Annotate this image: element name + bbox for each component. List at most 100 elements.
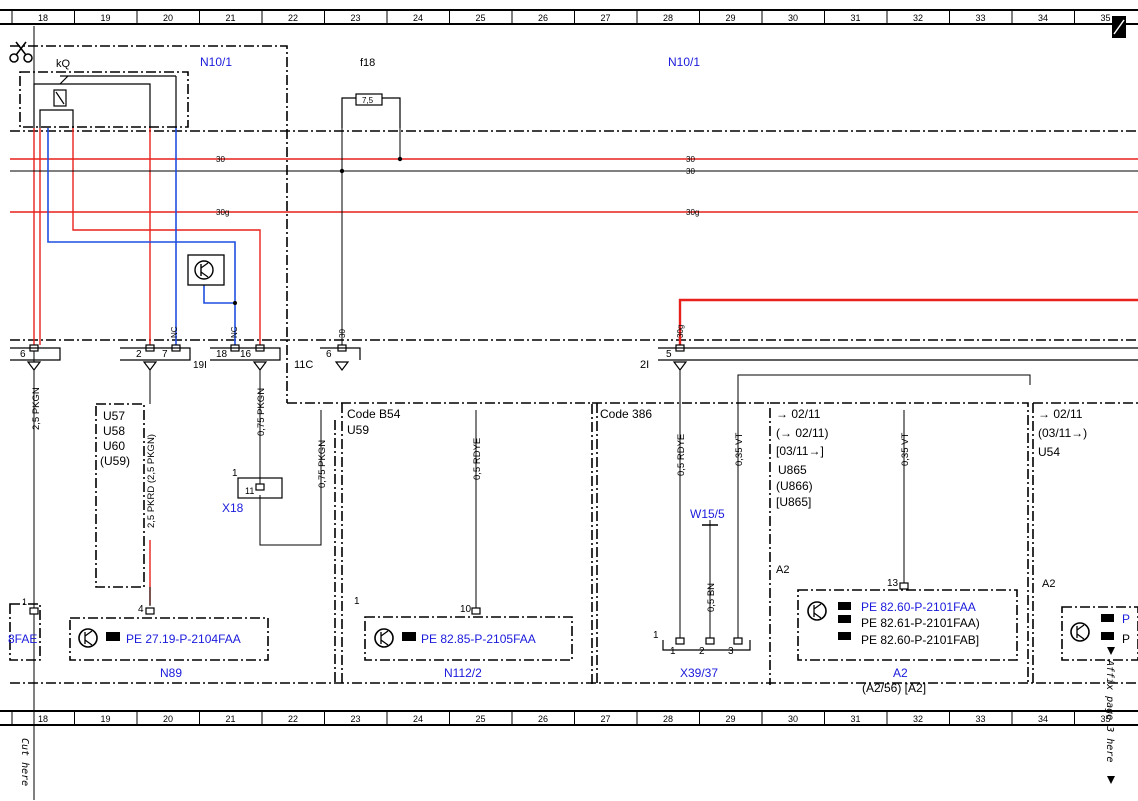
- ref-label: P: [1122, 632, 1130, 646]
- range-label: (U866): [776, 479, 813, 493]
- pin-label: 1: [354, 596, 360, 607]
- label-code-386: Code 386: [600, 407, 652, 421]
- conn-label: 11C: [294, 359, 313, 371]
- pin-label: 2: [136, 349, 142, 360]
- wire-label: 0,5 RDYE: [676, 434, 687, 476]
- ruler-column-number: 34: [1038, 714, 1048, 724]
- arrow-icon: [1107, 647, 1115, 655]
- pin-label: 6: [326, 349, 332, 360]
- ref-label: PE 27.19-P-2104FAA: [126, 632, 241, 646]
- ruler-column-number: 33: [975, 714, 985, 724]
- diagram-labels: N10/1 N10/1 kQ f18 30 30 30 30g 30g NC N…: [8, 55, 1130, 695]
- wire-label: 0,75 PKGN: [256, 388, 267, 436]
- ruler-column-number: 20: [163, 714, 173, 724]
- pin-label: 16: [240, 349, 252, 360]
- ruler-column-number: 21: [225, 714, 235, 724]
- ruler-column-number: 30: [788, 714, 798, 724]
- wire-label: 0,5 RDYE: [472, 438, 483, 480]
- component-name: N112/2: [444, 666, 482, 680]
- ruler-column-number: 33: [975, 13, 985, 23]
- label-f18: f18: [360, 57, 375, 69]
- pin-label: 1: [22, 597, 27, 607]
- ruler-column-number: 27: [600, 13, 610, 23]
- junction-dots: [233, 156, 403, 305]
- label-kq: kQ: [56, 58, 71, 70]
- cut-here-text: Cut here: [19, 738, 30, 786]
- ruler-column-number: 22: [288, 13, 298, 23]
- ruler-column-number: 24: [413, 714, 423, 724]
- ruler-column-number: 32: [913, 13, 923, 23]
- bus-label: 30: [686, 155, 695, 164]
- connector-bars: [10, 347, 1138, 361]
- pin-label: 5: [666, 349, 672, 360]
- page-corner-icon: [1112, 16, 1126, 38]
- pin-label: 3: [728, 646, 734, 657]
- ruler-column-number: 23: [350, 13, 360, 23]
- scissors-icon: [9, 41, 33, 63]
- range-label: (03/11→): [1038, 426, 1087, 440]
- ref-label: PE 82.60-P-2101FAB]: [861, 633, 979, 647]
- a2-tag: A2: [1042, 578, 1055, 590]
- x18-connector: [237, 477, 283, 499]
- red-wires: [10, 128, 1138, 605]
- ref-label: P: [1122, 612, 1130, 626]
- pin-label: 2: [699, 646, 705, 657]
- label-u59: U59: [347, 423, 369, 437]
- a2-tag: A2: [776, 564, 789, 576]
- ruler-column-number: 20: [163, 13, 173, 23]
- ruler-column-number: 34: [1038, 13, 1048, 23]
- ruler-column-number: 29: [725, 714, 735, 724]
- ruler-column-number: 30: [788, 13, 798, 23]
- label-code-b54: Code B54: [347, 407, 401, 421]
- ruler-column-number: 21: [225, 13, 235, 23]
- ruler-column-number: 31: [850, 13, 860, 23]
- component-pins: [29, 582, 909, 645]
- range-label: → 02/11: [776, 407, 821, 421]
- pin-label: 6: [20, 349, 26, 360]
- bus-label: 30: [216, 155, 225, 164]
- pin-label: NC: [230, 326, 239, 338]
- u-list-item: U57: [103, 409, 125, 423]
- ruler-column-number: 31: [850, 714, 860, 724]
- bus-label: 30g: [686, 208, 699, 217]
- ruler-column-number: 23: [350, 714, 360, 724]
- label-w15-5: W15/5: [690, 507, 725, 521]
- ruler-column-number: 27: [600, 714, 610, 724]
- bus-label: 30g: [216, 208, 229, 217]
- wire-label: 2,5 PKGN: [31, 387, 42, 430]
- ref-label: PE 82.85-P-2105FAA: [421, 632, 536, 646]
- ruler-column-number: 19: [100, 13, 110, 23]
- range-label: [U865]: [776, 495, 811, 509]
- ruler-column-number: 25: [475, 13, 485, 23]
- ruler-column-number: 25: [475, 714, 485, 724]
- ruler-column-number: 18: [38, 714, 48, 724]
- ruler-column-number: 26: [538, 13, 548, 23]
- ruler-column-number: 32: [913, 714, 923, 724]
- component-icons: [78, 601, 1090, 648]
- ruler-column-number: 35: [1100, 13, 1110, 23]
- conn-label: 2I: [640, 359, 649, 371]
- u-list-item: U58: [103, 424, 125, 438]
- pin-label: 30: [338, 329, 347, 338]
- range-label: (→ 02/11): [776, 426, 828, 440]
- u-list-item: U60: [103, 439, 125, 453]
- component-name: X39/37: [680, 666, 718, 680]
- transistor-icons: [84, 603, 1085, 646]
- ref-label: PE 82.61-P-2101FAA): [861, 616, 980, 630]
- connector-arrows: [26, 361, 688, 371]
- fuse-f18: 7,5: [341, 93, 401, 128]
- blue-wires: [47, 128, 236, 345]
- bus-label: 30: [686, 167, 695, 176]
- arrow-icon: [1107, 776, 1115, 784]
- pin-label: 10: [460, 604, 472, 615]
- wire-label: 0,35 VT: [900, 433, 911, 466]
- ruler-column-number: 18: [38, 13, 48, 23]
- sensor-icon: [187, 254, 225, 286]
- ref-label: 8FAE: [8, 632, 37, 646]
- black-wires: [10, 128, 1138, 640]
- label-n10-1-left: N10/1: [200, 55, 232, 69]
- component-name: A2: [893, 666, 908, 680]
